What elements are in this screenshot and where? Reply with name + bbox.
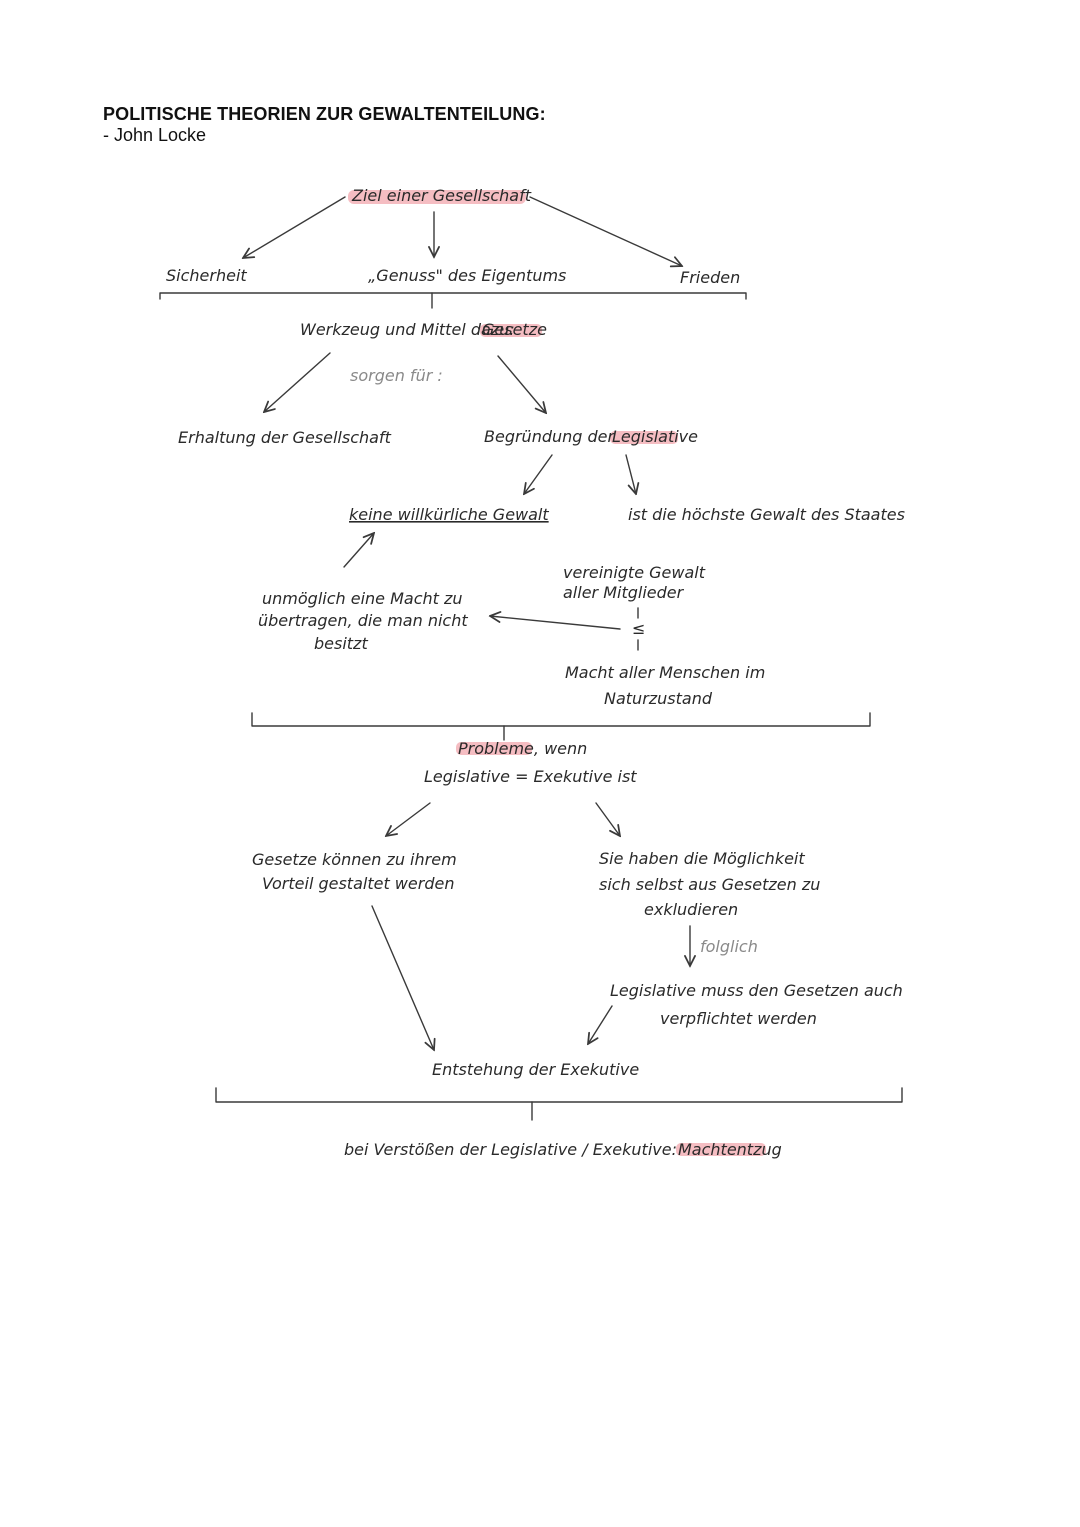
- sicherheit-label: Sicherheit: [166, 266, 247, 285]
- arrow-to-unmoeglich: [490, 616, 621, 630]
- arrow-begruendung-hoechste-gewalt: [625, 454, 636, 494]
- page-subtitle: - John Locke: [103, 125, 207, 145]
- verpflichtet-line1: Legislative muss den Gesetzen auch: [610, 981, 903, 1000]
- legislative-label: Legislative: [612, 427, 698, 446]
- vereinigte-gewalt-line1: vereinigte Gewalt: [563, 563, 706, 582]
- vorteil-line2: Vorteil gestaltet werden: [262, 874, 454, 893]
- arrow-gesetze-begruendung: [497, 355, 546, 413]
- verpflichtet-line2: verpflichtet werden: [660, 1009, 817, 1028]
- frieden-label: Frieden: [680, 268, 740, 287]
- arrow-begruendung-keine-gewalt: [524, 454, 553, 494]
- highlight-gesetze: [480, 324, 542, 337]
- bracket-1: [159, 292, 747, 300]
- highlight-probleme: [456, 742, 532, 755]
- moeglichkeit-line1: Sie haben die Möglichkeit: [599, 849, 805, 868]
- hoechste-gewalt-label: ist die höchste Gewalt des Staates: [628, 505, 905, 524]
- begruendung-label: Begründung der: [484, 427, 616, 446]
- moeglichkeit-line2: sich selbst aus Gesetzen zu: [599, 875, 820, 894]
- bracket-3: [215, 1087, 903, 1103]
- arrow-ziel-frieden: [529, 196, 682, 266]
- keine-gewalt-label: keine willkürliche Gewalt: [349, 505, 549, 524]
- macht-line2: Naturzustand: [604, 689, 713, 708]
- vereinigte-gewalt-line2: aller Mitglieder: [563, 583, 685, 602]
- ziel-label: Ziel einer Gesellschaft: [351, 186, 532, 205]
- highlight-ziel: [348, 190, 526, 204]
- arrow-unmoeglich-keine-gewalt: [343, 533, 374, 568]
- folglich-label: folglich: [700, 937, 758, 956]
- machtentzug-label: Machtentzug: [678, 1140, 782, 1159]
- werkzeug-label: Werkzeug und Mittel dazu:: [300, 320, 515, 339]
- unmoeglich-line3: besitzt: [314, 634, 368, 653]
- gesetze-label: Gesetze: [482, 320, 547, 339]
- leg-exe-label: Legislative = Exekutive ist: [424, 767, 637, 786]
- leq-symbol: ≤: [632, 619, 645, 638]
- genuss-label: „Genuss" des Eigentums: [368, 266, 566, 285]
- erhaltung-label: Erhaltung der Gesellschaft: [178, 428, 392, 447]
- arrow-gesetze-erhaltung: [264, 352, 331, 412]
- arrow-probleme-vorteil: [386, 802, 431, 836]
- unmoeglich-line1: unmöglich eine Macht zu: [262, 589, 463, 608]
- arrow-ziel-sicherheit: [243, 196, 346, 258]
- highlight-machtentzug: [676, 1143, 766, 1156]
- arrow-probleme-moeglichkeit: [595, 802, 620, 836]
- entstehung-label: Entstehung der Exekutive: [432, 1060, 639, 1079]
- sorgen-label: sorgen für :: [350, 366, 443, 385]
- highlight-legislative: [610, 431, 678, 444]
- arrow-vorteil-entstehung: [371, 905, 434, 1050]
- page-title: POLITISCHE THEORIEN ZUR GEWALTENTEILUNG:: [103, 104, 546, 124]
- bracket-2: [251, 712, 871, 727]
- macht-line1: Macht aller Menschen im: [565, 663, 765, 682]
- verstoss-label: bei Verstößen der Legislative / Exekutiv…: [344, 1140, 677, 1159]
- vorteil-line1: Gesetze können zu ihrem: [252, 850, 457, 869]
- probleme-label: Probleme, wenn: [458, 739, 587, 758]
- arrow-verpflichtet-entstehung: [588, 1005, 613, 1044]
- moeglichkeit-line3: exkludieren: [644, 900, 738, 919]
- unmoeglich-line2: übertragen, die man nicht: [258, 611, 468, 630]
